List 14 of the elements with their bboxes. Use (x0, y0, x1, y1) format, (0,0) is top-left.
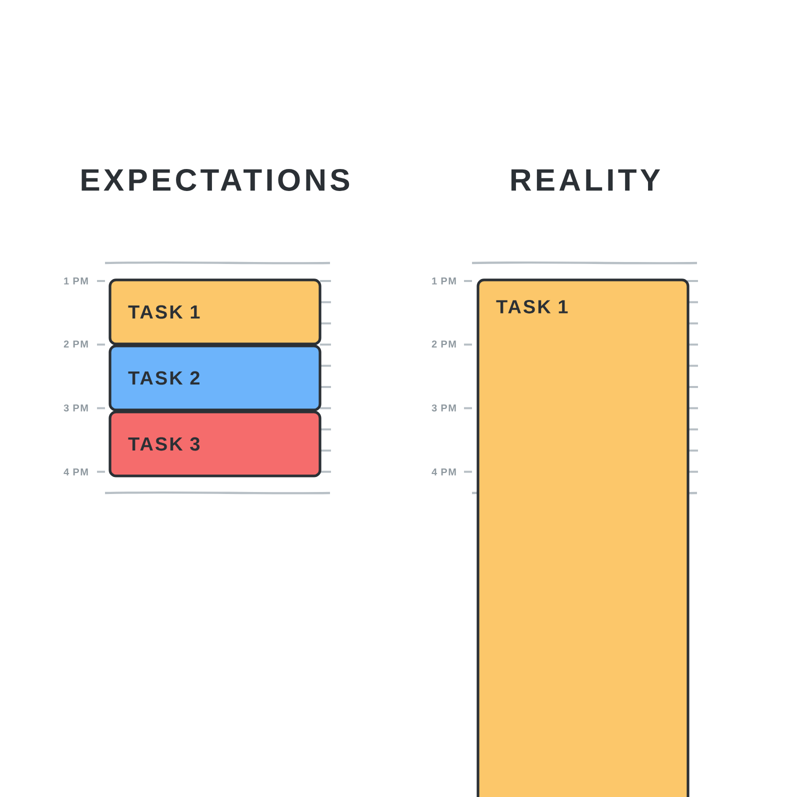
time-label: 4 PM (432, 468, 456, 476)
task-block: TASK 2 (108, 344, 322, 412)
time-label: 1 PM (64, 278, 88, 284)
time-label: 4 PM (64, 468, 88, 476)
time-label: 3 PM (432, 404, 456, 412)
time-label: 3 PM (64, 404, 88, 412)
column-heading: REALITY (511, 169, 660, 191)
column-heading: EXPECTATIONS (82, 169, 350, 191)
task-block: TASK 3 (108, 410, 322, 478)
task-block: TASK 1 (108, 278, 322, 346)
time-label: 1 PM (432, 278, 456, 284)
time-label: 2 PM (64, 340, 88, 348)
task-block: TASK 1 (476, 278, 690, 797)
time-label: 2 PM (432, 340, 456, 348)
